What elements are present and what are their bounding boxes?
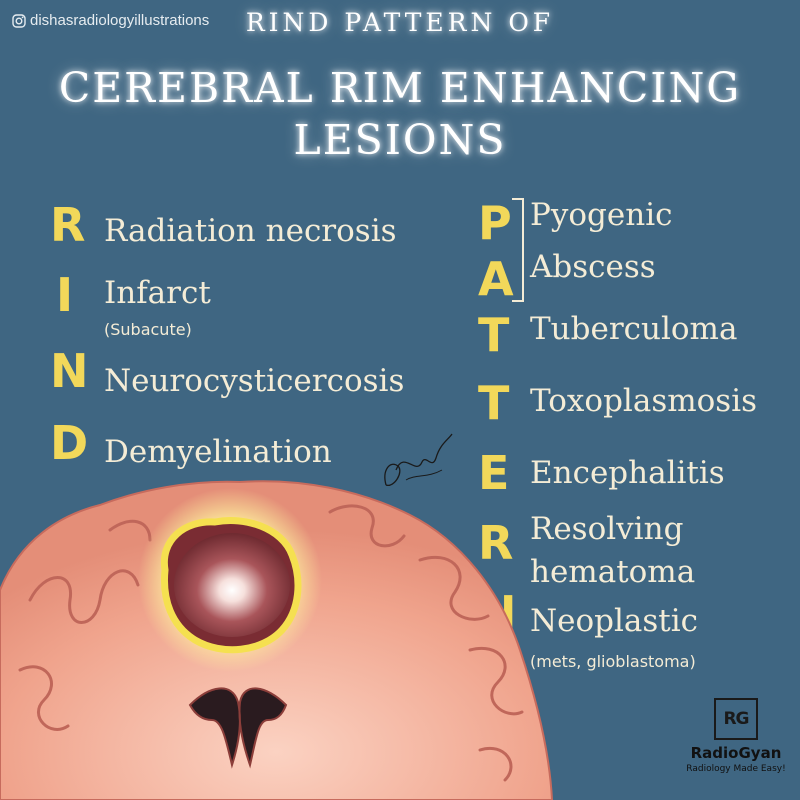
- title-main: CEREBRAL RIM ENHANCING LESIONS: [0, 62, 800, 166]
- pattern-item-encephalitis: Encephalitis: [530, 455, 725, 491]
- pattern-item-abscess: Abscess: [530, 249, 656, 285]
- pattern-letter-t1: T: [478, 308, 510, 362]
- radiogyan-logo: RG RadioGyan Radiology Made Easy!: [686, 698, 786, 774]
- title-line-1: RIND PATTERN OF: [245, 8, 555, 37]
- pattern-letter-e: E: [478, 446, 510, 500]
- rind-letter-n: N: [50, 344, 89, 398]
- pattern-letter-a: A: [478, 252, 514, 306]
- instagram-icon: [12, 13, 26, 28]
- rind-letter-r: R: [50, 198, 86, 252]
- pattern-letter-t2: T: [478, 376, 510, 430]
- rind-item-radiation-necrosis: Radiation necrosis: [104, 213, 397, 249]
- lesion-core: [174, 533, 290, 637]
- logo-name: RadioGyan: [690, 744, 782, 762]
- logo-mark: RG: [714, 698, 758, 740]
- brain-gyri: [18, 504, 524, 782]
- artist-signature: [384, 433, 453, 486]
- rind-item-demyelination: Demyelination: [104, 434, 332, 470]
- pattern-item-tuberculoma: Tuberculoma: [530, 311, 738, 347]
- rind-letter-i: I: [56, 268, 74, 322]
- pattern-letter-r: R: [478, 516, 514, 570]
- rind-letter-d: D: [50, 416, 89, 470]
- pattern-item-hematoma: hematoma: [530, 554, 696, 590]
- logo-tagline: Radiology Made Easy!: [686, 764, 786, 774]
- lateral-ventricles: [188, 687, 288, 769]
- pattern-item-pyogenic: Pyogenic: [530, 197, 673, 233]
- pattern-item-toxoplasmosis: Toxoplasmosis: [530, 383, 758, 419]
- pattern-item-neoplastic: Neoplastic: [530, 603, 699, 639]
- title-line-2: CEREBRAL RIM ENHANCING: [58, 64, 742, 112]
- title-line-3: LESIONS: [293, 116, 507, 164]
- rind-item-infarct-sub: (Subacute): [104, 320, 192, 339]
- pattern-item-neoplastic-sub: (mets, glioblastoma): [530, 652, 696, 671]
- pattern-letter-p: P: [478, 196, 512, 250]
- social-handle: dishasradiologyillustrations: [12, 12, 209, 29]
- bracket-pyogenic-abscess: [512, 198, 524, 302]
- rind-item-infarct: Infarct: [104, 275, 211, 311]
- pattern-item-resolving: Resolving: [530, 511, 684, 547]
- handle-text: dishasradiologyillustrations: [30, 12, 210, 29]
- rind-item-neurocysticercosis: Neurocysticercosis: [104, 363, 405, 399]
- brain-illustration: [0, 480, 554, 800]
